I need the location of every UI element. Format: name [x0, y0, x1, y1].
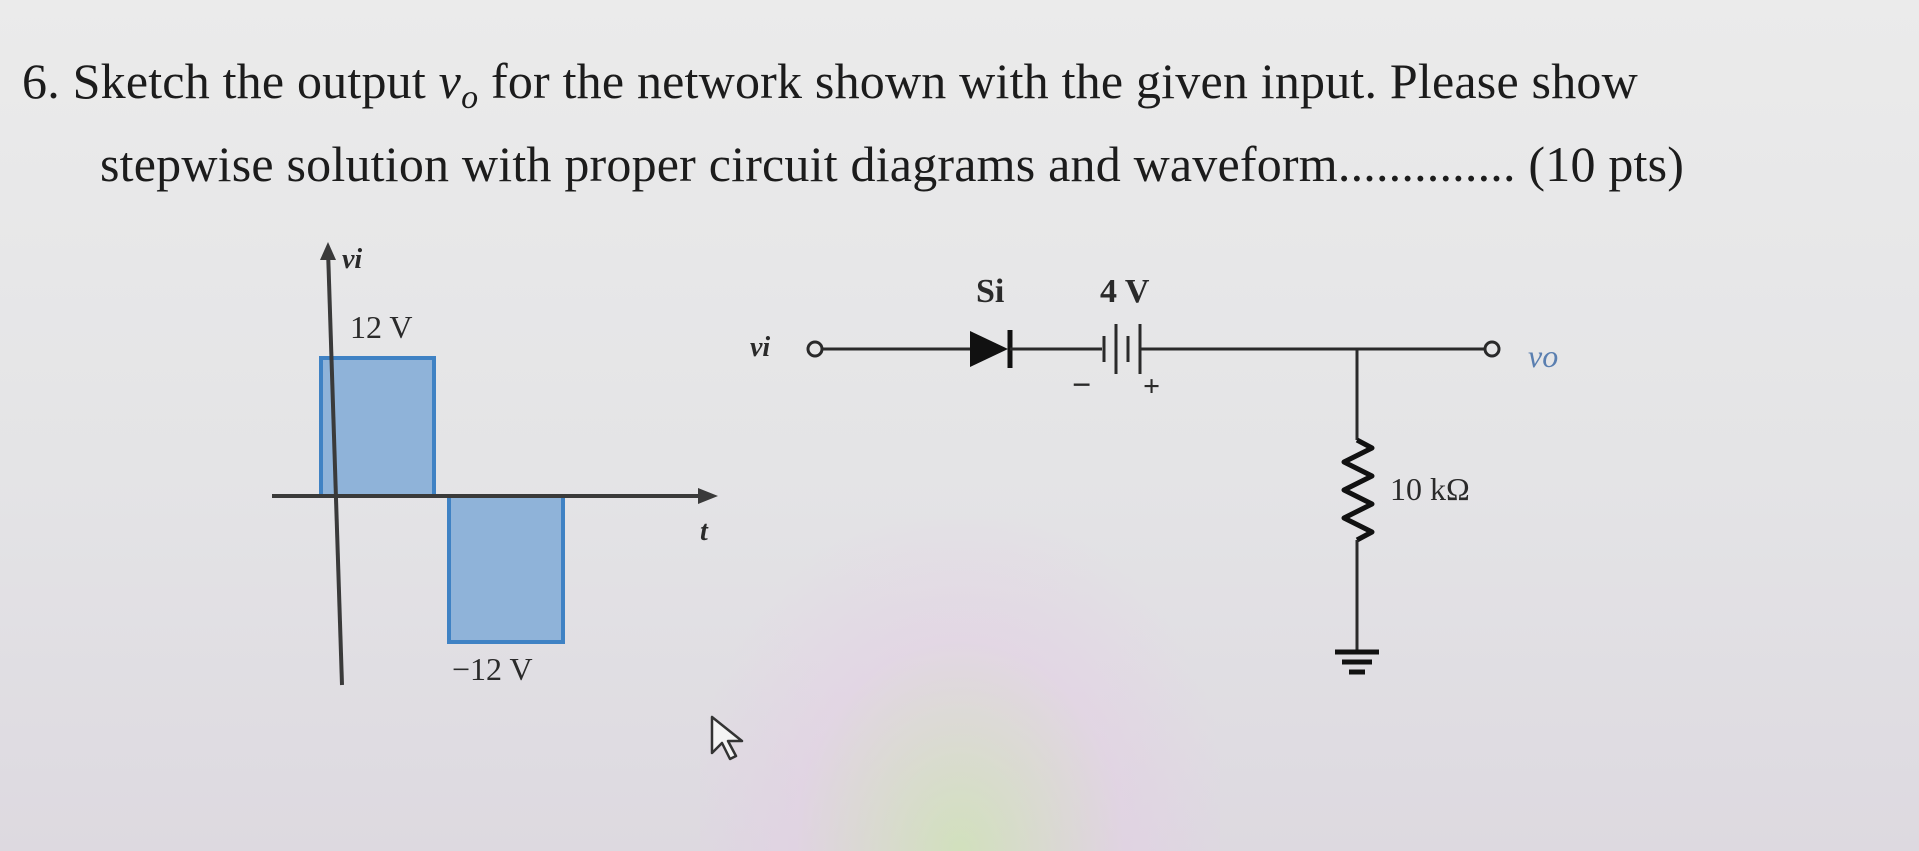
output-variable: v [438, 53, 462, 109]
voltage-axis [326, 249, 344, 686]
diode-label: Si [976, 273, 1004, 310]
question-text-line2: stepwise solution with proper circuit di… [100, 136, 1516, 192]
time-axis-arrow [698, 488, 718, 504]
circuit-diagram: vi Si 4 V − + vo 10 kΩ [750, 273, 1558, 675]
resistor-label: 10 kΩ [1390, 471, 1470, 507]
points-value: (10 pts) [1528, 136, 1685, 192]
negative-pulse [447, 494, 565, 644]
negative-level-label: −12 V [452, 651, 533, 687]
question-text-start: Sketch the output [72, 53, 439, 109]
si-diode [970, 331, 1008, 367]
ground-symbol [1335, 649, 1379, 675]
input-waveform: vi 12 V −12 V t [272, 242, 718, 687]
mouse-cursor-icon [710, 715, 744, 761]
resistor-10k [1341, 437, 1375, 543]
output-terminal [1483, 340, 1501, 358]
question-number: 6. [22, 53, 60, 109]
voltage-axis-label: vi [342, 244, 362, 275]
positive-pulse [319, 356, 436, 498]
battery-label: 4 V [1100, 273, 1150, 310]
question-text-end: for the network shown with the given inp… [478, 53, 1638, 109]
output-variable-subscript: o [461, 79, 479, 116]
question-text: 6. Sketch the output vo for the network … [22, 48, 1902, 197]
input-terminal-label: vi [750, 332, 770, 363]
battery-plus-sign: + [1143, 370, 1160, 403]
question-line-1: 6. Sketch the output vo for the network … [22, 48, 1902, 131]
time-axis-label: t [700, 516, 709, 547]
battery-minus-sign: − [1072, 367, 1091, 404]
battery-4v [1102, 324, 1142, 374]
input-terminal [806, 340, 824, 358]
voltage-axis-arrow [320, 242, 336, 260]
positive-level-label: 12 V [350, 309, 413, 345]
question-line-2: stepwise solution with proper circuit di… [22, 131, 1902, 197]
output-terminal-label: vo [1528, 338, 1558, 374]
